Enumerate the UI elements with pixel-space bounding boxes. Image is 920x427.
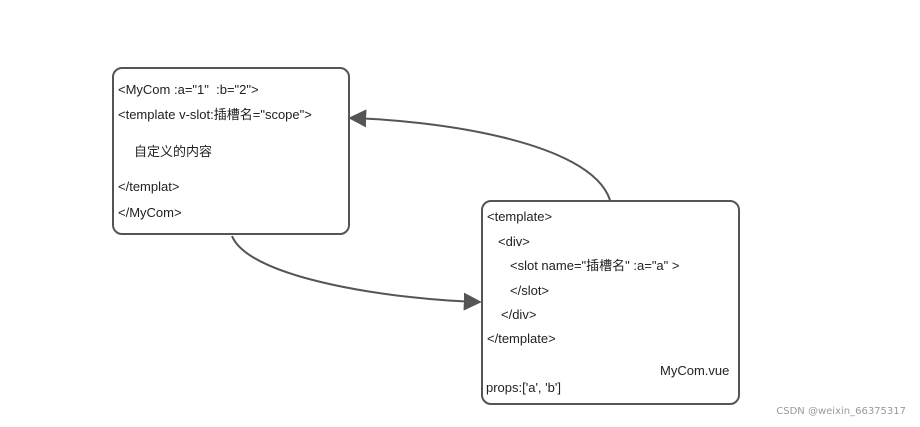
child-filename: MyCom.vue bbox=[660, 363, 730, 378]
arrow-parent-to-child bbox=[231, 235, 482, 311]
watermark: CSDN @weixin_66375317 bbox=[776, 406, 906, 417]
arrow-child-to-parent bbox=[348, 109, 611, 201]
parent-line-mycom-close: </MyCom> bbox=[118, 205, 182, 220]
child-component-box bbox=[481, 200, 740, 405]
child-line-slot-open: <slot name="插槽名" :a="a" > bbox=[510, 258, 680, 273]
parent-line-custom-content: 自定义的内容 bbox=[134, 144, 213, 159]
parent-line-mycom-open: <MyCom :a="1" :b="2"> bbox=[118, 82, 259, 97]
child-line-slot-close: </slot> bbox=[510, 283, 550, 298]
parent-line-template-open: <template v-slot:插槽名="scope"> bbox=[118, 107, 312, 122]
child-props: props:['a', 'b'] bbox=[486, 380, 561, 395]
child-line-template-open: <template> bbox=[487, 209, 553, 224]
child-line-template-close: </template> bbox=[487, 331, 556, 346]
child-line-div-open: <div> bbox=[498, 234, 530, 249]
parent-component-box bbox=[112, 67, 350, 235]
parent-line-template-close: </templat> bbox=[118, 179, 180, 194]
child-line-div-close: </div> bbox=[501, 307, 537, 322]
